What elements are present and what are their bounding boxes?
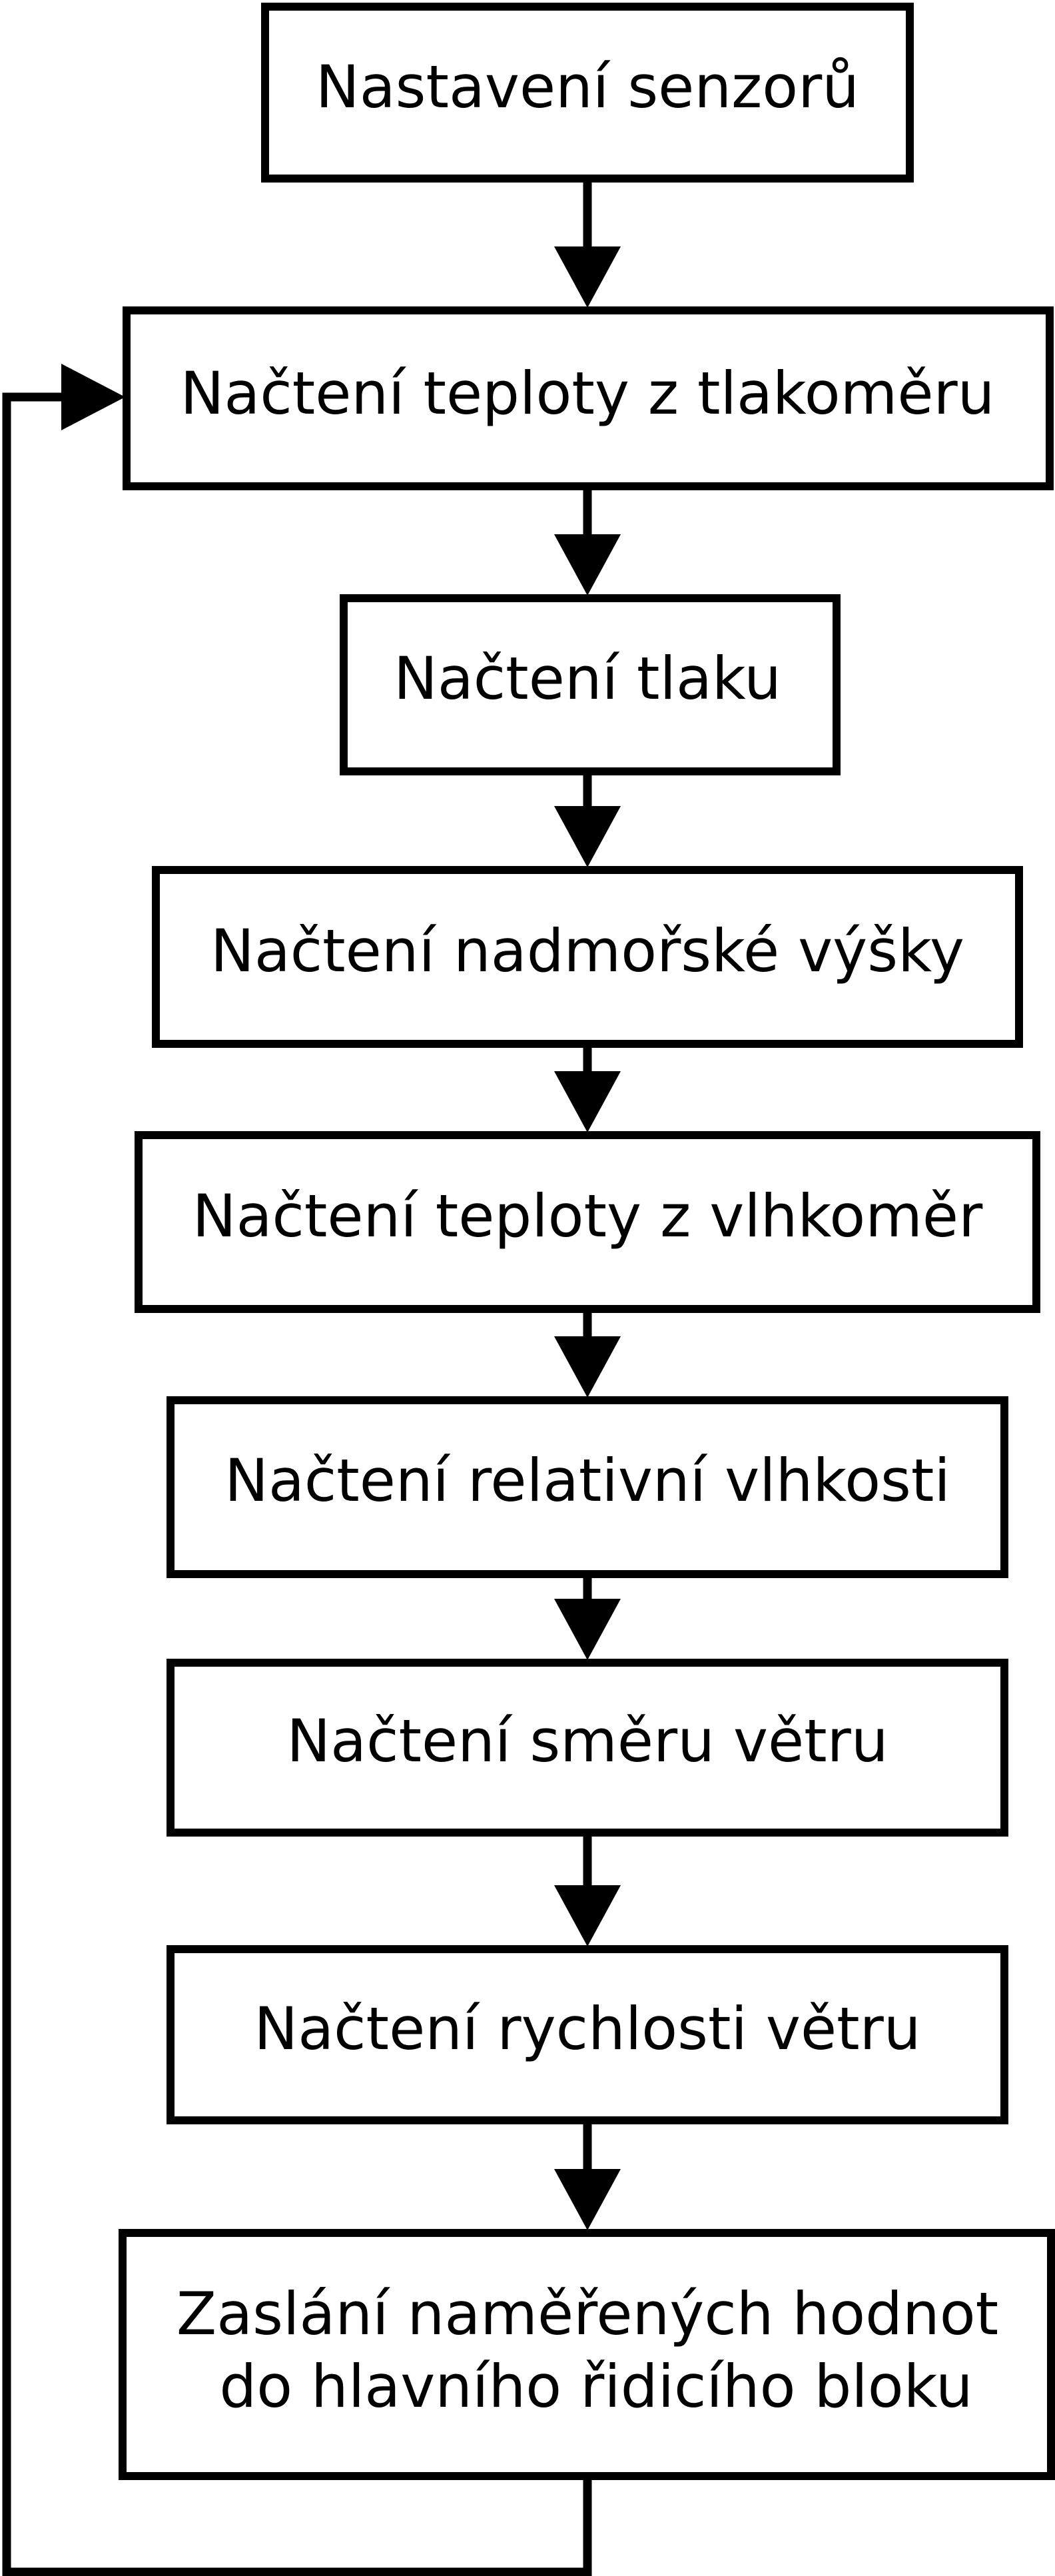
arrowhead-2-3 <box>554 534 621 596</box>
arrowhead-7-8 <box>554 1885 621 1946</box>
step-label-6: Načtení relativní vlhkosti <box>224 1446 950 1515</box>
step-box-1 <box>261 3 914 183</box>
step-label-7: Načtení směru větru <box>286 1707 888 1775</box>
step-box-5 <box>135 1131 1040 1313</box>
step-label-2: Načtení teploty z tlakoměru <box>180 359 995 428</box>
arrowhead-5-6 <box>554 1336 621 1398</box>
step-box-8 <box>167 1945 1008 2124</box>
arrowhead-4-5 <box>554 1071 621 1132</box>
step-box-4 <box>152 866 1023 1048</box>
step-box-2 <box>123 306 1054 490</box>
loop-back-line <box>2 392 592 2576</box>
step-label-5: Načtení teploty z vlhkoměr <box>192 1182 983 1250</box>
step-box-3 <box>340 594 841 775</box>
step-label-9-line-1: Zaslání naměřených hodnot <box>176 2280 998 2348</box>
step-label-3: Načtení tlaku <box>394 644 781 713</box>
arrowhead-3-4 <box>554 806 621 867</box>
arrowhead-8-9 <box>554 2169 621 2230</box>
step-box-7 <box>167 1659 1008 1837</box>
step-label-9-line-2: do hlavního řidicího bloku <box>219 2352 972 2421</box>
step-label-8: Načtení rychlosti větru <box>254 1994 920 2063</box>
step-label-4: Načtení nadmořské výšky <box>210 917 964 985</box>
connectors <box>2 179 592 2576</box>
arrowheads <box>61 246 621 2230</box>
steps: Nastavení senzorů Načtení teploty z tlak… <box>119 3 1055 2480</box>
arrowhead-loop <box>61 364 125 430</box>
arrowhead-1-2 <box>554 246 621 308</box>
arrowhead-6-7 <box>554 1599 621 1660</box>
step-label-1: Nastavení senzorů <box>316 53 859 121</box>
step-box-9 <box>119 2229 1055 2480</box>
step-box-6 <box>167 1396 1008 1578</box>
